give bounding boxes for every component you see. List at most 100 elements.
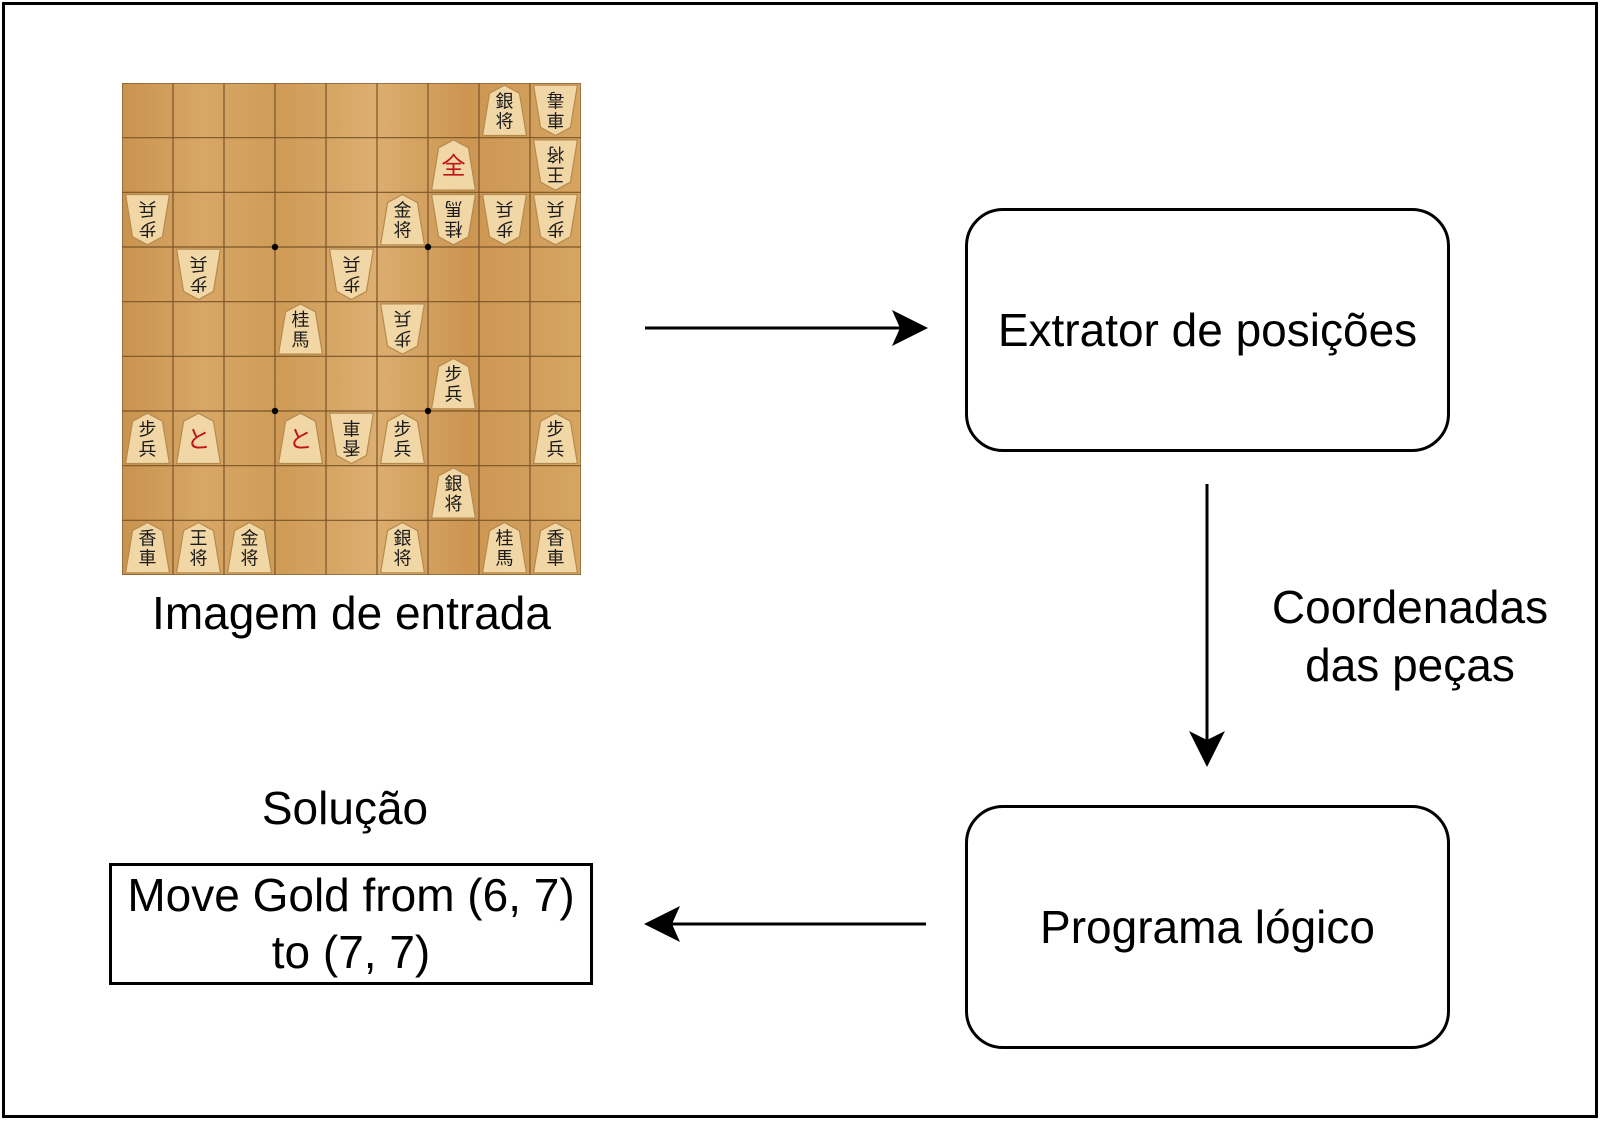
piece-glyph-bottom: 兵: [139, 198, 157, 219]
board-star-point: [271, 243, 279, 251]
piece-body: [379, 303, 426, 355]
shogi-piece: 步兵: [532, 412, 579, 465]
shogi-piece: 桂馬: [481, 521, 528, 574]
shogi-piece: 步兵: [532, 193, 579, 246]
piece-glyph-top: 金: [241, 529, 259, 550]
piece-body: [277, 412, 324, 465]
shogi-piece: 步兵: [430, 357, 477, 410]
shogi-piece: 車毒: [532, 84, 579, 137]
piece-glyph-top: 銀: [445, 474, 463, 495]
piece-glyph-bottom: 兵: [343, 252, 361, 273]
piece-glyph-bottom: 兵: [547, 198, 565, 219]
piece-body: [277, 303, 324, 355]
piece-body: [328, 248, 375, 301]
piece-glyph-bottom: 兵: [394, 307, 412, 328]
logic-program-label: Programa lógico: [1040, 901, 1375, 953]
piece-body: [124, 193, 171, 246]
shogi-piece: 步兵: [379, 412, 426, 465]
shogi-board: 銀将車毒全王将步兵金将桂馬步兵步兵步兵步兵桂馬步兵步兵步兵とと香車步兵步兵銀将香…: [122, 83, 581, 575]
shogi-piece: 步兵: [379, 303, 426, 355]
shogi-piece: 王将: [532, 139, 579, 191]
shogi-board-image: 銀将車毒全王将步兵金将桂馬步兵步兵步兵步兵桂馬步兵步兵步兵とと香車步兵步兵銀将香…: [122, 83, 581, 575]
shogi-piece: 香車: [532, 521, 579, 574]
shogi-piece: 步兵: [328, 248, 375, 301]
solution-line2: to (7, 7): [271, 926, 431, 978]
piece-glyph-bottom: 馬: [496, 549, 514, 570]
piece-glyph-bottom: 兵: [445, 385, 463, 406]
board-star-point: [424, 243, 432, 251]
piece-glyph-bottom: 馬: [445, 198, 463, 219]
shogi-piece: 銀将: [379, 521, 426, 574]
piece-glyph-top: 香: [343, 436, 361, 457]
shogi-piece: 王将: [175, 521, 222, 574]
piece-glyph: と: [187, 425, 211, 453]
piece-body: [532, 412, 579, 465]
coordinates-label-line1: Coordenadas: [1271, 581, 1549, 633]
shogi-piece: 步兵: [175, 248, 222, 301]
piece-glyph-top: 步: [190, 272, 208, 293]
piece-glyph-top: 步: [547, 419, 565, 440]
piece-body: [481, 84, 528, 137]
piece-glyph-top: 桂: [292, 310, 310, 331]
arrow-logic-to-solution: [644, 906, 926, 942]
piece-glyph-bottom: 将: [190, 549, 208, 570]
piece-glyph-top: 王: [547, 163, 565, 184]
piece-glyph-bottom: 兵: [547, 439, 565, 460]
piece-glyph-bottom: 毒: [547, 88, 565, 109]
piece-glyph-bottom: 車: [343, 416, 361, 437]
piece-glyph-top: 王: [190, 529, 208, 550]
arrow-image-to-extractor: [645, 310, 928, 346]
shogi-piece: 香車: [328, 412, 375, 465]
piece-body: [430, 357, 477, 410]
shogi-piece: 步兵: [124, 412, 171, 465]
piece-body: [430, 139, 477, 191]
logic-program-box: Programa lógico: [965, 805, 1450, 1049]
piece-glyph-bottom: 将: [445, 494, 463, 515]
piece-glyph-top: 車: [547, 108, 565, 129]
shogi-piece: 銀将: [430, 467, 477, 519]
piece-glyph-bottom: 将: [547, 143, 565, 164]
coordinates-label: Coordenadas das peças: [1260, 578, 1560, 694]
piece-body: [226, 521, 273, 574]
shogi-piece: 全: [430, 139, 477, 191]
piece-body: [328, 412, 375, 465]
shogi-piece: 金将: [379, 193, 426, 246]
piece-body: [175, 248, 222, 301]
solution-line1: Move Gold from (6, 7): [127, 868, 575, 921]
solution-title: Solução: [261, 782, 429, 834]
board-star-point: [271, 407, 279, 415]
piece-glyph-bottom: 車: [139, 549, 157, 570]
piece-glyph-top: 銀: [394, 529, 412, 550]
piece-glyph-top: 步: [139, 218, 157, 239]
shogi-piece: 桂馬: [277, 303, 324, 355]
piece-body: [379, 521, 426, 574]
piece-glyph-bottom: 兵: [190, 252, 208, 273]
piece-body: [532, 139, 579, 191]
piece-glyph-top: 桂: [445, 218, 463, 239]
piece-body: [124, 412, 171, 465]
piece-body: [481, 521, 528, 574]
piece-glyph-bottom: 将: [241, 549, 259, 570]
piece-glyph-bottom: 将: [394, 221, 412, 242]
piece-body: [532, 521, 579, 574]
piece-glyph-top: 步: [445, 365, 463, 386]
arrow-extractor-to-logic: [1189, 484, 1225, 767]
piece-glyph-bottom: 馬: [292, 330, 310, 351]
shogi-piece: 香車: [124, 521, 171, 574]
piece-glyph-top: 金: [394, 201, 412, 222]
piece-glyph-top: 步: [394, 419, 412, 440]
input-image-caption: Imagem de entrada: [152, 587, 551, 639]
piece-body: [175, 412, 222, 465]
piece-body: [532, 84, 579, 137]
solution-box: Move Gold from (6, 7) to (7, 7): [109, 863, 593, 985]
piece-glyph-bottom: 車: [547, 549, 565, 570]
piece-body: [379, 193, 426, 246]
shogi-piece: 銀将: [481, 84, 528, 137]
piece-body: [124, 521, 171, 574]
piece-glyph-bottom: 将: [496, 111, 514, 132]
extractor-label: Extrator de posições: [997, 304, 1418, 356]
piece-glyph-top: 銀: [496, 91, 514, 112]
shogi-piece: 步兵: [481, 193, 528, 246]
